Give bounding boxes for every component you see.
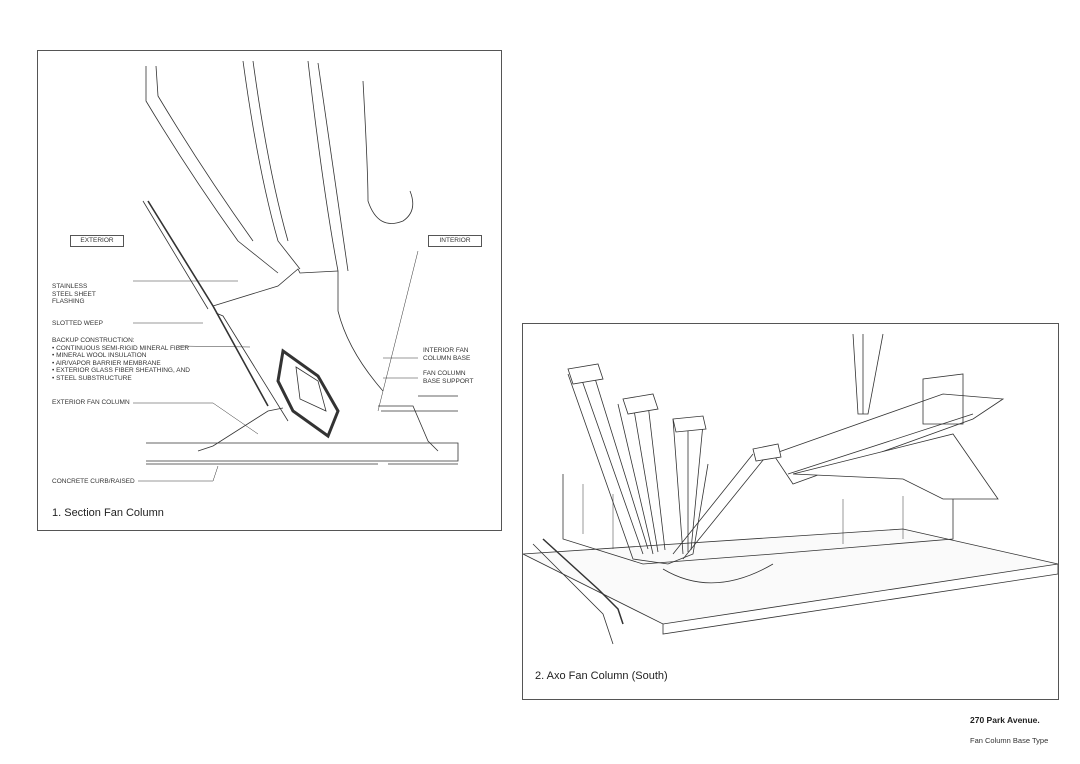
section-drawing-panel: EXTERIOR INTERIOR STAINLESS STEEL SHEET … (37, 50, 502, 531)
note-weep: SLOTTED WEEP (52, 320, 103, 327)
interior-label: INTERIOR (428, 235, 482, 247)
sheet-title: Fan Column Base Type (970, 736, 1049, 745)
note-exterior-fan-column: EXTERIOR FAN COLUMN (52, 399, 130, 406)
project-title: 270 Park Avenue. (970, 715, 1040, 725)
note-interior-fan-column-base: INTERIOR FAN COLUMN BASE (423, 347, 471, 362)
section-linework (133, 60, 459, 482)
section-caption: 1. Section Fan Column (52, 507, 164, 519)
axo-linework (523, 333, 1058, 645)
note-concrete-curb: CONCRETE CURB/RAISED (52, 478, 135, 485)
axo-drawing-panel: 2. Axo Fan Column (South) (522, 323, 1059, 700)
exterior-label: EXTERIOR (70, 235, 124, 247)
note-fan-column-base-support: FAN COLUMN BASE SUPPORT (423, 370, 474, 385)
note-backup: BACKUP CONSTRUCTION:• CONTINUOUS SEMI-RI… (52, 337, 190, 382)
axo-caption: 2. Axo Fan Column (South) (535, 670, 668, 682)
note-flashing: STAINLESS STEEL SHEET FLASHING (52, 283, 96, 306)
